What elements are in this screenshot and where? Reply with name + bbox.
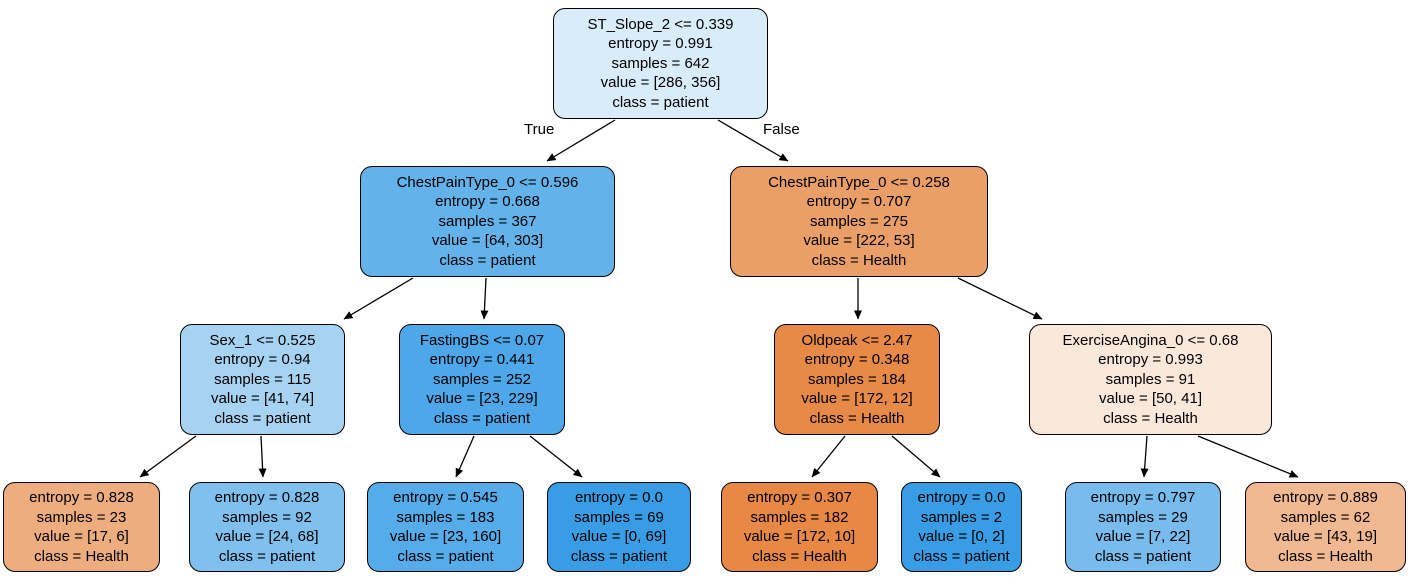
node-value: value = [0, 69] [571, 528, 667, 545]
leaf-node-2: entropy = 0.828 samples = 92 value = [24… [189, 482, 345, 572]
node-samples: samples = 275 [810, 212, 908, 230]
node-entropy: entropy = 0.0 [917, 489, 1006, 506]
node-entropy: entropy = 0.307 [747, 489, 852, 506]
node-exerciseangina-0: ExerciseAngina_0 <= 0.68 entropy = 0.993… [1029, 324, 1272, 435]
node-chestpaintype-0-left: ChestPainType_0 <= 0.596 entropy = 0.668… [360, 166, 615, 277]
edge-exerciseangina-to-leaf8 [1197, 435, 1299, 478]
edge-left-to-sex [343, 277, 414, 320]
node-class: class = Health [752, 547, 847, 565]
leaf-node-1: entropy = 0.828 samples = 23 value = [17… [3, 482, 160, 572]
node-entropy: entropy = 0.889 [1273, 489, 1378, 506]
edge-right-to-exerciseangina [957, 277, 1043, 320]
node-value: value = [286, 356] [600, 74, 721, 92]
node-entropy: entropy = 0.993 [1098, 351, 1203, 369]
node-class: class = patient [1094, 547, 1192, 565]
edge-oldpeak-to-leaf6 [891, 435, 941, 478]
node-fastingbs: FastingBS <= 0.07 entropy = 0.441 sample… [399, 324, 565, 435]
node-entropy: entropy = 0.797 [1090, 489, 1196, 506]
node-value: value = [7, 22] [1095, 528, 1191, 545]
node-samples: samples = 91 [1105, 370, 1196, 388]
node-samples: samples = 115 [214, 370, 311, 388]
node-samples: samples = 92 [222, 508, 312, 526]
node-entropy: entropy = 0.828 [29, 489, 134, 506]
edge-label-true: True [524, 121, 555, 138]
leaf-node-6: entropy = 0.0 samples = 2 value = [0, 2]… [901, 482, 1022, 572]
node-samples: samples = 2 [920, 508, 1003, 526]
edge-label-false: False [763, 121, 800, 138]
node-entropy: entropy = 0.94 [214, 351, 311, 369]
node-class: class = patient [433, 409, 531, 427]
node-entropy: entropy = 0.0 [575, 489, 663, 506]
node-class: class = patient [612, 93, 709, 111]
node-samples: samples = 252 [433, 370, 531, 388]
node-class: class = Health [1278, 547, 1373, 565]
node-entropy: entropy = 0.828 [214, 489, 320, 506]
node-value: value = [172, 10] [743, 528, 856, 545]
node-value: value = [64, 303] [431, 232, 544, 250]
node-samples: samples = 367 [438, 212, 537, 230]
node-value: value = [24, 68] [215, 528, 319, 545]
node-samples: samples = 29 [1098, 508, 1188, 526]
node-samples: samples = 642 [611, 54, 710, 72]
edge-fastingbs-to-leaf3 [455, 435, 475, 478]
edge-left-to-fastingbs [480, 277, 489, 320]
node-class: class = Health [34, 547, 129, 565]
node-class: class = Health [809, 409, 905, 427]
node-class: class = Health [811, 251, 907, 269]
node-sex-1: Sex_1 <= 0.525 entropy = 0.94 samples = … [180, 324, 345, 435]
node-value: value = [43, 19] [1274, 528, 1377, 545]
node-samples: samples = 184 [808, 370, 906, 388]
node-value: value = [17, 6] [34, 528, 129, 545]
node-value: value = [50, 41] [1099, 390, 1202, 408]
leaf-node-5: entropy = 0.307 samples = 182 value = [1… [721, 482, 878, 572]
node-class: class = patient [397, 547, 494, 565]
edge-root-to-right [717, 119, 789, 162]
node-entropy: entropy = 0.668 [435, 193, 540, 211]
node-samples: samples = 62 [1280, 508, 1371, 526]
node-chestpaintype-0-right: ChestPainType_0 <= 0.258 entropy = 0.707… [730, 166, 988, 277]
leaf-node-3: entropy = 0.545 samples = 183 value = [2… [367, 482, 524, 572]
node-value: value = [172, 12] [801, 390, 913, 408]
node-samples: samples = 182 [750, 508, 849, 526]
node-entropy: entropy = 0.991 [608, 35, 713, 53]
node-samples: samples = 23 [36, 508, 127, 526]
node-condition: Sex_1 <= 0.525 [209, 331, 316, 349]
node-condition: ST_Slope_2 <= 0.339 [587, 15, 734, 33]
node-condition: ExerciseAngina_0 <= 0.68 [1062, 331, 1239, 349]
node-entropy: entropy = 0.348 [804, 351, 910, 369]
node-class: class = Health [1103, 409, 1198, 427]
node-entropy: entropy = 0.545 [393, 489, 498, 506]
edge-exerciseangina-to-leaf7 [1140, 435, 1149, 478]
node-condition: Oldpeak <= 2.47 [801, 331, 913, 349]
leaf-node-7: entropy = 0.797 samples = 29 value = [7,… [1065, 482, 1221, 572]
leaf-node-8: entropy = 0.889 samples = 62 value = [43… [1245, 482, 1406, 572]
node-value: value = [23, 229] [426, 390, 538, 408]
edge-root-to-left [546, 119, 616, 162]
node-st-slope-2: ST_Slope_2 <= 0.339 entropy = 0.991 samp… [553, 8, 768, 119]
node-class: class = patient [214, 409, 311, 427]
edge-sex-to-leaf1 [139, 435, 197, 478]
node-condition: FastingBS <= 0.07 [419, 331, 545, 349]
leaf-node-4: entropy = 0.0 samples = 69 value = [0, 6… [547, 482, 691, 572]
node-condition: ChestPainType_0 <= 0.596 [396, 173, 579, 191]
node-oldpeak: Oldpeak <= 2.47 entropy = 0.348 samples … [774, 324, 940, 435]
node-samples: samples = 183 [396, 508, 495, 526]
node-value: value = [41, 74] [211, 390, 314, 408]
node-value: value = [23, 160] [389, 528, 502, 545]
node-value: value = [222, 53] [803, 232, 915, 250]
node-class: class = patient [570, 547, 668, 565]
edge-fastingbs-to-leaf4 [529, 435, 583, 478]
node-samples: samples = 69 [574, 508, 664, 526]
node-condition: ChestPainType_0 <= 0.258 [768, 173, 950, 191]
edge-sex-to-leaf2 [258, 435, 267, 478]
node-entropy: entropy = 0.707 [806, 193, 912, 211]
node-class: class = patient [913, 547, 1010, 565]
node-value: value = [0, 2] [918, 528, 1005, 545]
node-class: class = patient [439, 251, 536, 269]
node-class: class = patient [218, 547, 316, 565]
node-entropy: entropy = 0.441 [429, 351, 535, 369]
edge-oldpeak-to-leaf5 [811, 435, 846, 478]
